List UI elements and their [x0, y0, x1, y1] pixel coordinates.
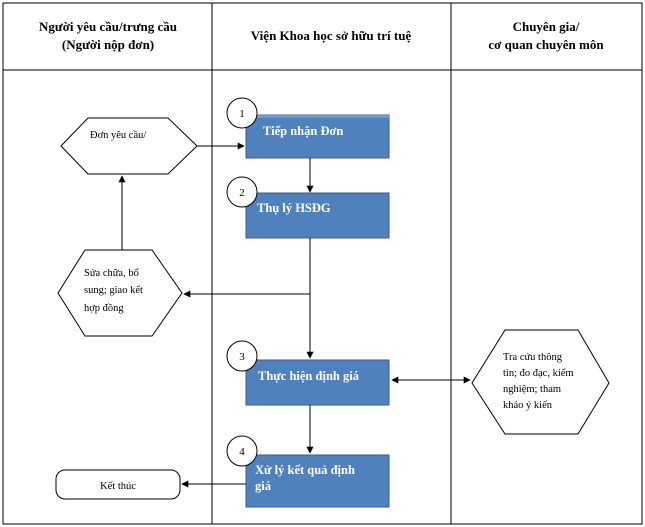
request-label: Đơn yêu cầu/: [90, 130, 146, 141]
request-hexagon: Đơn yêu cầu/: [60, 117, 198, 175]
step-4-number: 4: [226, 435, 258, 467]
amend-label-line1: Sửa chữa, bổ: [84, 268, 139, 279]
header-expert-line2: cơ quan chuyên môn: [488, 37, 604, 52]
header-institute: Viện Khoa học sở hữu trí tuệ: [251, 28, 412, 43]
svg-text:1: 1: [239, 108, 245, 120]
expert-label-line2: tin; đo đạc, kiểm: [503, 368, 574, 379]
step-2-label: Thụ lý HSĐG: [257, 201, 331, 215]
step-3-label: Thực hiện định giá: [258, 369, 360, 383]
svg-text:4: 4: [239, 446, 245, 458]
step-1-label: Tiếp nhận Đơn: [263, 124, 343, 138]
step-2-number: 2: [226, 176, 258, 208]
amend-hexagon: Sửa chữa, bổ sung; giao kết hợp đồng: [57, 249, 183, 337]
header-requester-line2: (Người nộp đơn): [62, 37, 154, 52]
expert-label-line4: khảo ý kiến: [503, 400, 553, 411]
expert-label-line3: nghiệm; tham: [503, 384, 561, 395]
end-terminator: Kết thúc: [55, 469, 181, 500]
step-2-box: Thụ lý HSĐG: [245, 192, 390, 239]
svg-text:2: 2: [239, 187, 245, 199]
svg-text:3: 3: [239, 351, 245, 363]
header-expert-line1: Chuyên gia/: [513, 19, 580, 34]
step-4-box: Xử lý kết quả định giá: [245, 454, 390, 508]
step-3-box: Thực hiện định giá: [245, 359, 390, 406]
step-4-label-line2: giá: [255, 479, 272, 493]
connectors: [118, 142, 471, 488]
amend-label-line2: sung; giao kết: [84, 285, 143, 296]
amend-label-line3: hợp đồng: [84, 303, 124, 314]
step-4-label-line1: Xử lý kết quả định: [255, 463, 355, 477]
header-requester-line1: Người yêu cầu/trưng cầu: [39, 19, 177, 34]
step-3-number: 3: [226, 340, 258, 372]
end-label: Kết thúc: [100, 481, 136, 492]
expert-hexagon: Tra cứu thông tin; đo đạc, kiểm nghiệm; …: [471, 329, 610, 435]
expert-label-line1: Tra cứu thông: [503, 352, 563, 363]
step-1-box: Tiếp nhận Đơn: [245, 114, 390, 159]
step-1-number: 1: [226, 97, 258, 129]
